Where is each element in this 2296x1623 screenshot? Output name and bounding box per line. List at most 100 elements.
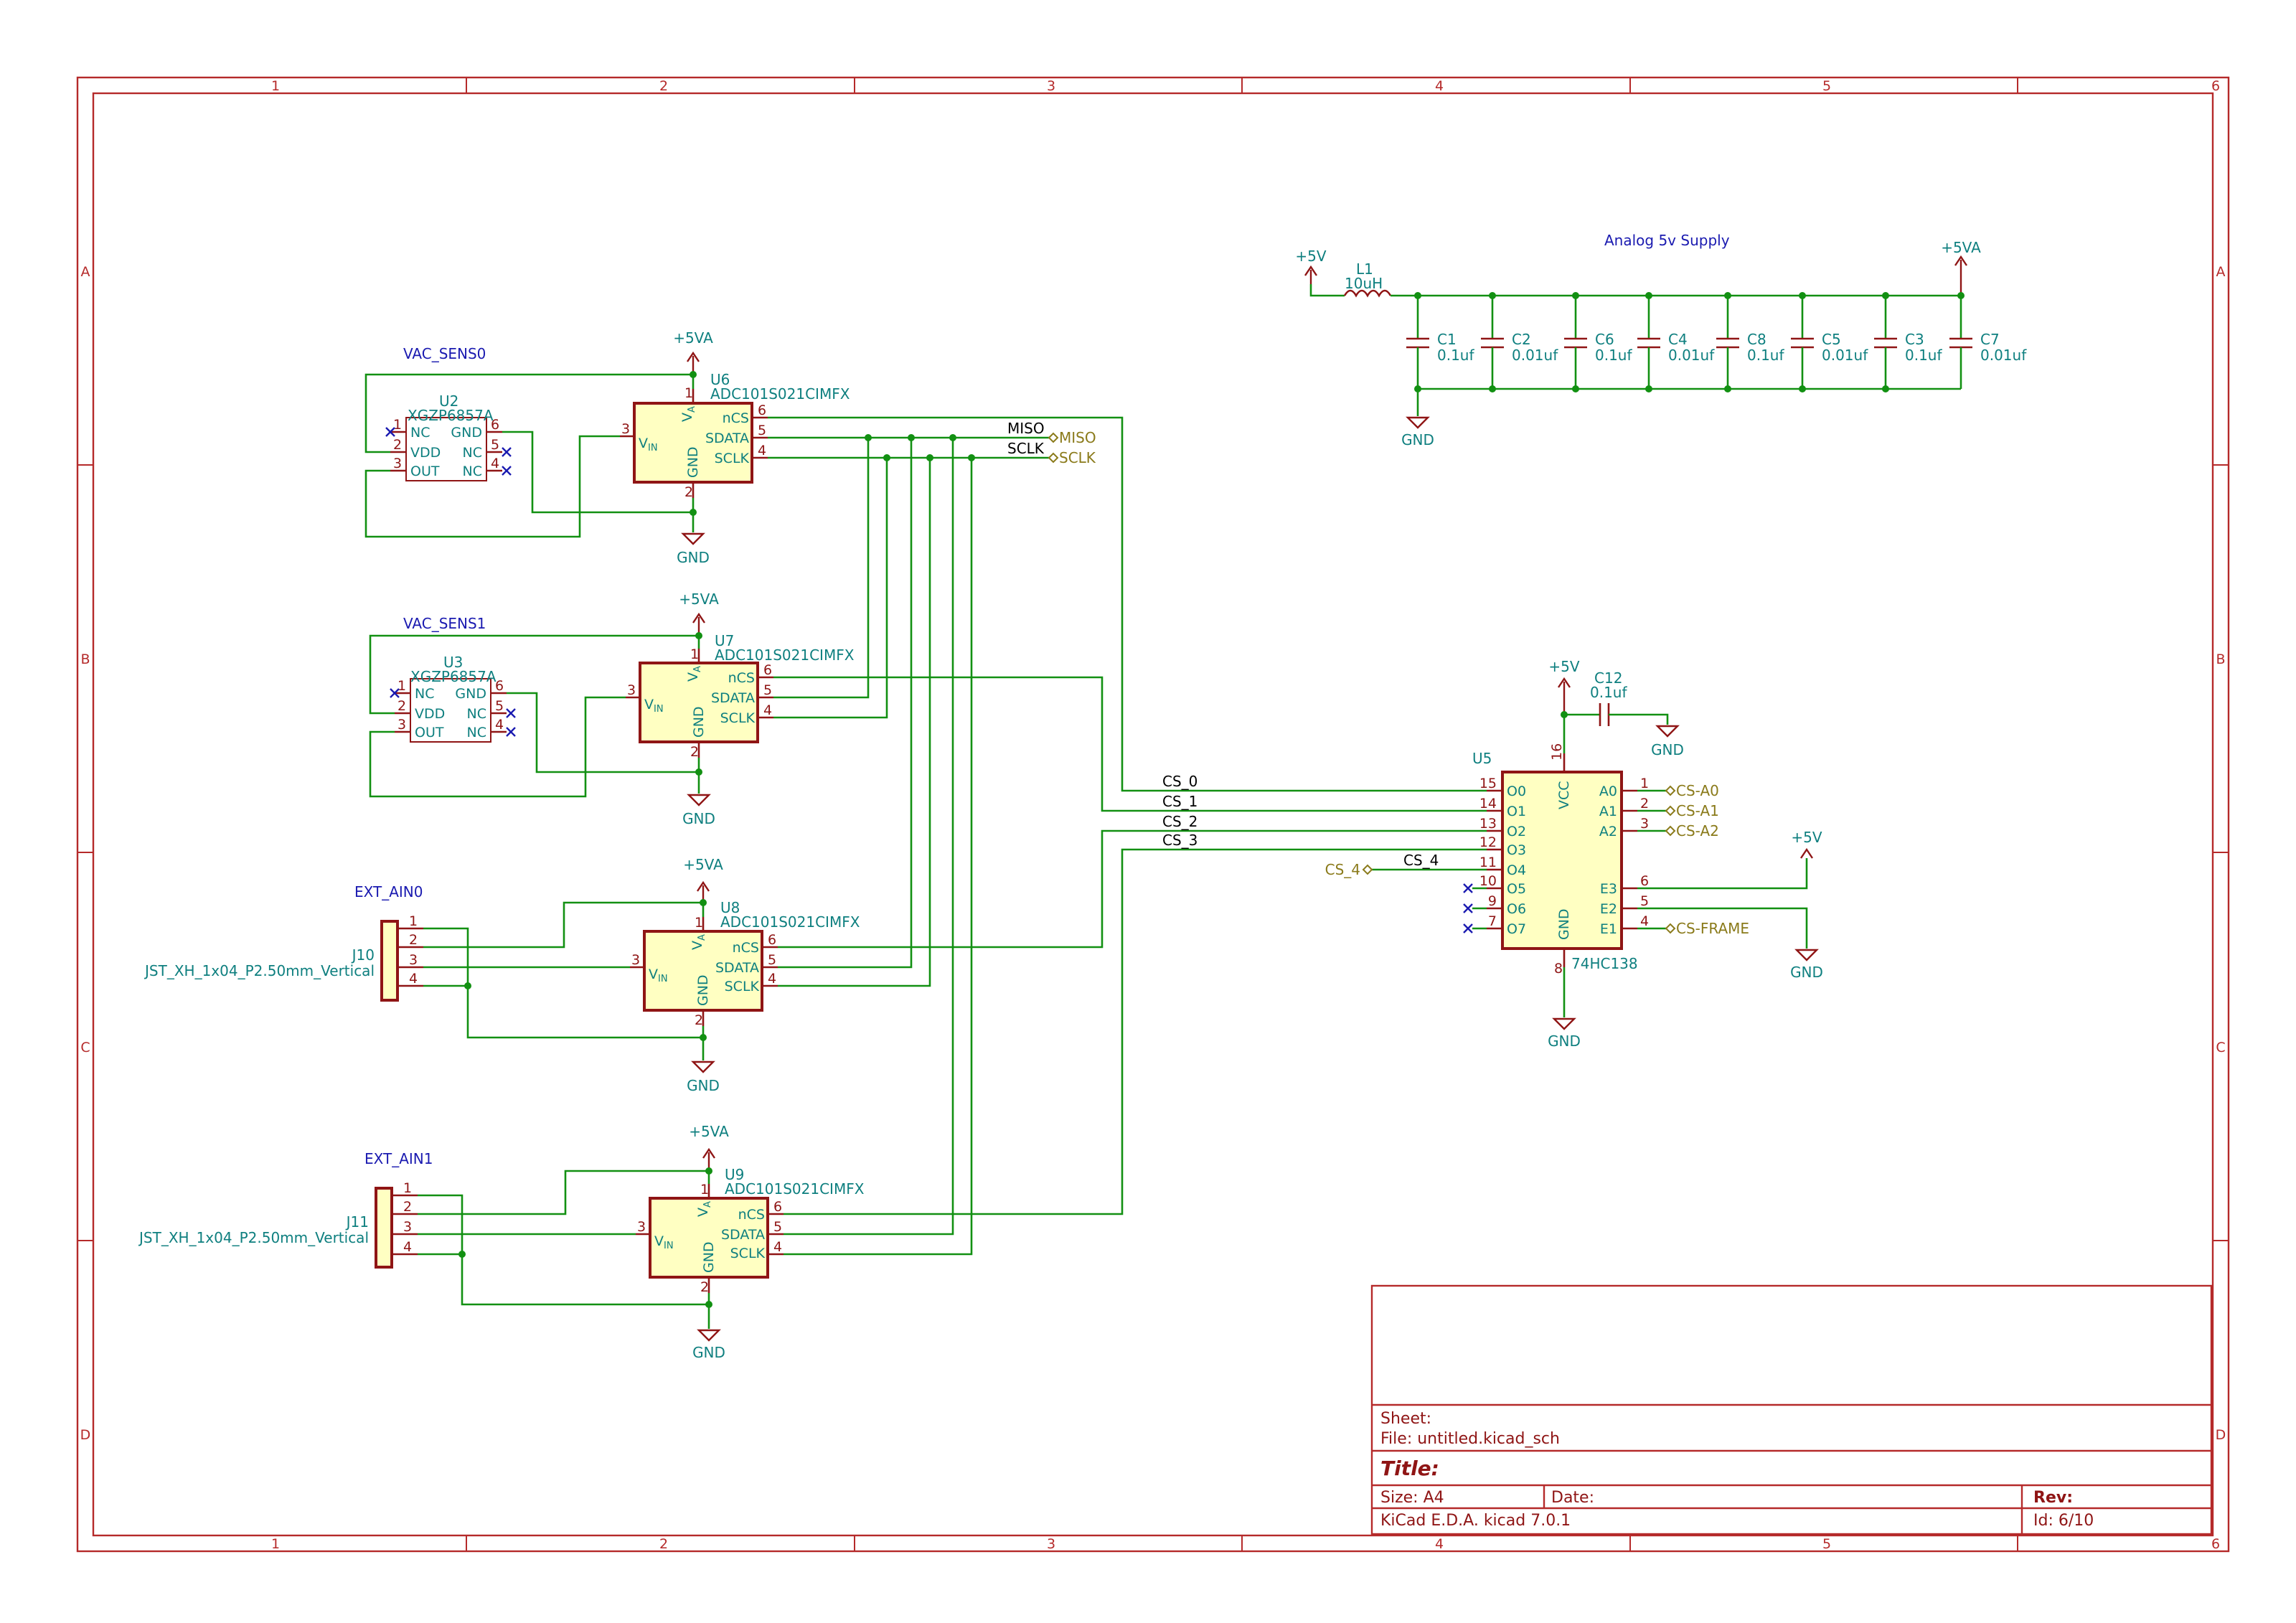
svg-text:GND: GND <box>682 810 715 827</box>
frame-col-2-top: 2 <box>659 78 668 94</box>
svg-text:5: 5 <box>758 423 766 438</box>
svg-text:1: 1 <box>690 646 699 662</box>
net-label-cs0: CS_0 <box>1162 773 1198 790</box>
global-label-sclk[interactable]: SCLK <box>1048 449 1096 466</box>
svg-text:8: 8 <box>1554 961 1563 977</box>
frame-col-4-top: 4 <box>1435 78 1444 94</box>
svg-text:O2: O2 <box>1507 824 1526 839</box>
svg-text:E1: E1 <box>1600 921 1617 937</box>
power-5va-u8[interactable]: +5VA <box>683 856 723 903</box>
svg-text:C8: C8 <box>1747 331 1766 348</box>
power-5v-u5[interactable]: +5V <box>1548 658 1580 715</box>
svg-text:4: 4 <box>403 1239 412 1255</box>
frame-row-d-left: D <box>80 1427 91 1443</box>
svg-text:SDATA: SDATA <box>705 431 749 446</box>
svg-text:XGZP6857A: XGZP6857A <box>408 407 494 424</box>
svg-text:1: 1 <box>409 913 418 929</box>
svg-text:0.01uf: 0.01uf <box>1822 347 1868 364</box>
svg-text:4: 4 <box>409 971 418 987</box>
svg-text:10uH: 10uH <box>1345 275 1383 292</box>
gnd-u5[interactable]: GND <box>1548 1017 1581 1050</box>
power-5va-u6[interactable]: +5VA <box>673 329 713 375</box>
svg-text:6: 6 <box>495 678 504 694</box>
power-5v-l1-in[interactable]: +5V <box>1295 248 1327 284</box>
power-5va-supply[interactable]: +5VA <box>1941 239 1981 296</box>
adc-u8[interactable]: U8 ADC101S021CIMFX 3 VIN 1 VA 2 GND 6 5 … <box>630 899 860 1028</box>
capacitor-c2[interactable]: C2 0.01uf <box>1481 296 1558 389</box>
svg-text:U9: U9 <box>725 1166 744 1183</box>
svg-text:A2: A2 <box>1599 824 1617 839</box>
svg-text:O6: O6 <box>1507 901 1526 917</box>
capacitor-c3[interactable]: C3 0.1uf <box>1874 296 1942 389</box>
svg-text:ADC101S021CIMFX: ADC101S021CIMFX <box>710 385 850 403</box>
gnd-u6[interactable]: GND <box>677 532 710 566</box>
svg-text:2: 2 <box>684 484 693 500</box>
gnd-supply[interactable]: GND <box>1401 416 1434 448</box>
svg-text:+5VA: +5VA <box>683 856 723 873</box>
svg-text:SCLK: SCLK <box>720 710 756 726</box>
connector-j11[interactable]: 1 2 3 4 J11 JST_XH_1x04_P2.50mm_Vertical <box>138 1180 418 1269</box>
svg-text:SCLK: SCLK <box>725 979 760 994</box>
svg-text:+5V: +5V <box>1295 248 1326 265</box>
gnd-u9[interactable]: GND <box>692 1329 725 1361</box>
svg-text:+5VA: +5VA <box>1941 239 1981 256</box>
global-label-cs-a1[interactable]: CS-A1 <box>1665 802 1719 819</box>
net-label-miso: MISO <box>1007 420 1045 437</box>
svg-text:16: 16 <box>1549 743 1565 761</box>
power-5va-u7[interactable]: +5VA <box>679 591 719 636</box>
svg-text:CS-A1: CS-A1 <box>1676 802 1719 819</box>
frame-row-c-left: C <box>80 1040 90 1055</box>
analog-supply-section: Analog 5v Supply +5V L1 10uH +5VA <box>1295 232 2027 448</box>
svg-text:VCC: VCC <box>1556 781 1572 809</box>
capacitor-c6[interactable]: C6 0.1uf <box>1564 296 1632 389</box>
svg-text:2: 2 <box>393 437 402 453</box>
svg-text:+5VA: +5VA <box>673 329 713 347</box>
svg-text:1: 1 <box>397 678 406 694</box>
adc-u9[interactable]: U9 ADC101S021CIMFX 3 VIN 1 VA 2 GND 6 5 … <box>636 1166 865 1295</box>
gnd-c12[interactable]: GND <box>1651 725 1684 758</box>
global-label-cs4[interactable]: CS_4 <box>1325 861 1373 878</box>
spi-bus: MISO SCLK MISO SCLK <box>768 420 1096 1256</box>
gnd-e2[interactable]: GND <box>1790 949 1823 981</box>
svg-text:2: 2 <box>700 1279 709 1295</box>
svg-text:U2: U2 <box>439 392 458 410</box>
capacitor-c8[interactable]: C8 0.1uf <box>1716 296 1784 389</box>
capacitor-c1[interactable]: C1 0.1uf <box>1406 296 1474 389</box>
capacitor-c12[interactable]: C12 0.1uf <box>1590 669 1627 726</box>
svg-text:SDATA: SDATA <box>711 690 755 706</box>
sensor-u2[interactable]: U2 XGZP6857A 1 2 3 NC VDD OUT 6 5 4 GND … <box>390 392 502 481</box>
power-5va-u9[interactable]: +5VA <box>689 1123 729 1171</box>
title-block-rev: Rev: <box>2033 1489 2073 1507</box>
global-label-cs-a2[interactable]: CS-A2 <box>1665 822 1719 839</box>
global-label-cs-a0[interactable]: CS-A0 <box>1665 782 1719 799</box>
gnd-u7[interactable]: GND <box>682 794 715 827</box>
svg-text:3: 3 <box>637 1219 646 1235</box>
frame-row-a-right: A <box>2216 264 2226 280</box>
gnd-u8[interactable]: GND <box>687 1060 720 1094</box>
connector-j10[interactable]: 1 2 3 4 J10 JST_XH_1x04_P2.50mm_Vertical <box>144 913 423 1002</box>
frame-row-a-left: A <box>81 264 90 280</box>
frame-col-5-bottom: 5 <box>1822 1536 1831 1552</box>
adc-u6[interactable]: U6 ADC101S021CIMFX 3 VIN 1 VA 2 GND 6 5 … <box>620 371 850 500</box>
inductor-l1[interactable]: L1 10uH <box>1343 260 1392 298</box>
capacitor-c7[interactable]: C7 0.01uf <box>1949 296 2027 389</box>
adc-u7[interactable]: U7 ADC101S021CIMFX 3 VIN 1 VA 2 GND 6 5 … <box>626 632 855 760</box>
frame-row-d-right: D <box>2216 1427 2226 1443</box>
ext-ain0-section: EXT_AIN0 1 2 3 4 J10 JST_XH_1x04_P2.50mm… <box>144 856 860 1094</box>
svg-text:C3: C3 <box>1905 331 1924 348</box>
capacitor-c5[interactable]: C5 0.01uf <box>1791 296 1868 389</box>
power-5v-e3[interactable]: +5V <box>1791 829 1822 859</box>
svg-text:VIN: VIN <box>644 697 664 715</box>
svg-text:13: 13 <box>1479 816 1497 832</box>
svg-text:4: 4 <box>773 1239 782 1255</box>
global-label-cs-frame[interactable]: CS-FRAME <box>1665 920 1749 937</box>
decoder-u5[interactable]: U5 74HC138 15 14 13 12 11 10 9 7 O0 O1 O… <box>1472 743 1649 977</box>
no-connect-u3-1 <box>390 688 400 698</box>
svg-text:J10: J10 <box>351 946 375 964</box>
svg-text:3: 3 <box>393 456 402 471</box>
capacitor-c4[interactable]: C4 0.01uf <box>1637 296 1715 389</box>
svg-text:nCS: nCS <box>733 940 759 956</box>
global-label-miso[interactable]: MISO <box>1048 429 1096 446</box>
sensor-u3[interactable]: U3 XGZP6857A 1 2 3 NC VDD OUT 6 5 4 GND … <box>395 654 507 743</box>
title-block-date: Date: <box>1551 1489 1594 1507</box>
